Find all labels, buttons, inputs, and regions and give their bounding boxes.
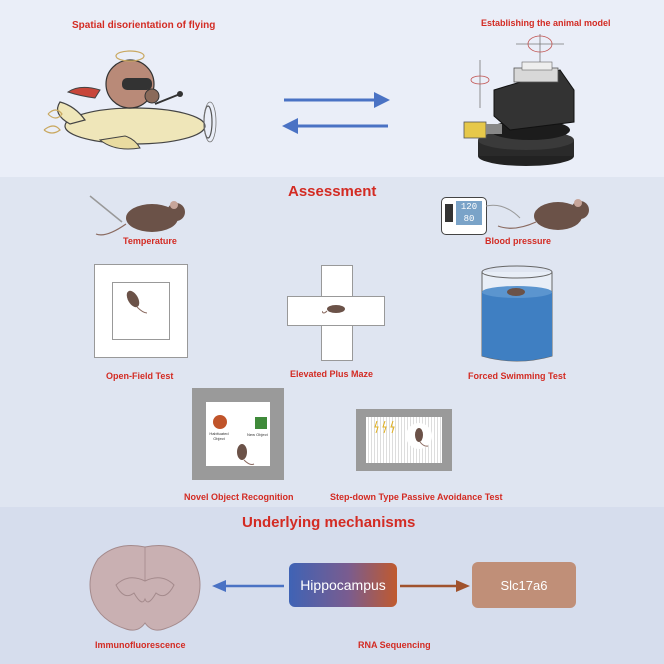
rna-seq-label: RNA Sequencing [358, 640, 431, 650]
swim-tank-illustration [481, 265, 553, 362]
habituated-object [213, 415, 227, 429]
new-object [255, 417, 267, 429]
forced-swim-label: Forced Swimming Test [468, 371, 566, 381]
bp-systolic-readout: 120 [460, 202, 478, 212]
open-field-arena [94, 264, 188, 358]
immunofluorescence-label: Immunofluorescence [95, 640, 186, 650]
mechanisms-title: Underlying mechanisms [242, 514, 416, 531]
nor-arena: Habituated Object New Object [192, 388, 284, 480]
bp-diastolic-readout: 80 [463, 214, 475, 224]
flying-title: Spatial disorientation of flying [72, 20, 216, 31]
habituated-object-label: Habituated Object [209, 431, 229, 441]
shock-bolt-icon [374, 421, 395, 434]
arrow-to-slc [400, 580, 470, 592]
animal-model-title: Establishing the animal model [481, 18, 611, 28]
rotating-apparatus-illustration [463, 34, 575, 166]
step-down-label: Step-down Type Passive Avoidance Test [330, 492, 503, 502]
elevated-plus-label: Elevated Plus Maze [290, 369, 374, 379]
pilot-airplane-illustration [43, 50, 217, 150]
hippocampus-box: Hippocampus [289, 563, 397, 607]
temperature-mouse-illustration [89, 195, 185, 236]
arrow-to-brain [212, 580, 284, 592]
bp-mouse-illustration [485, 199, 589, 230]
assessment-title: Assessment [288, 183, 377, 200]
novel-object-label: Novel Object Recognition [184, 492, 294, 502]
bidirectional-arrows [282, 92, 390, 134]
temperature-label: Temperature [123, 236, 177, 246]
plus-maze-mouse [322, 305, 345, 314]
open-field-label: Open-Field Test [106, 371, 174, 381]
new-object-label: New Object [247, 432, 268, 437]
step-down-apparatus [356, 409, 452, 471]
bp-monitor: 120 80 [441, 197, 487, 235]
brain-section-illustration [89, 545, 201, 631]
slc17a6-box: Slc17a6 [472, 562, 576, 608]
blood-pressure-label: Blood pressure [485, 236, 552, 246]
